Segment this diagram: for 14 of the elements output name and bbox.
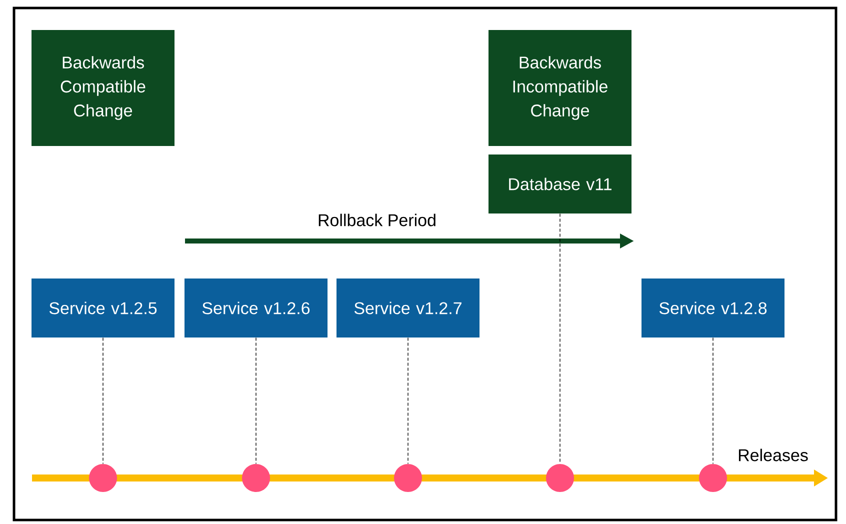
axis-label: Releases <box>738 448 808 462</box>
release-dot <box>394 464 422 492</box>
release-dot <box>699 464 727 492</box>
service-box: Service v1.2.6 <box>184 278 328 338</box>
period-label: Rollback Period <box>318 214 436 226</box>
change-box: Backwards Compatible Change <box>32 30 174 146</box>
database-box: Database v11 <box>488 154 632 214</box>
service-box: Service v1.2.7 <box>336 278 480 338</box>
release-dot <box>242 464 270 492</box>
release-dot <box>546 464 574 492</box>
release-dot <box>89 464 117 492</box>
service-box: Service v1.2.8 <box>642 278 784 338</box>
service-box: Service v1.2.5 <box>32 278 174 338</box>
change-box: Backwards Incompatible Change <box>488 30 632 146</box>
